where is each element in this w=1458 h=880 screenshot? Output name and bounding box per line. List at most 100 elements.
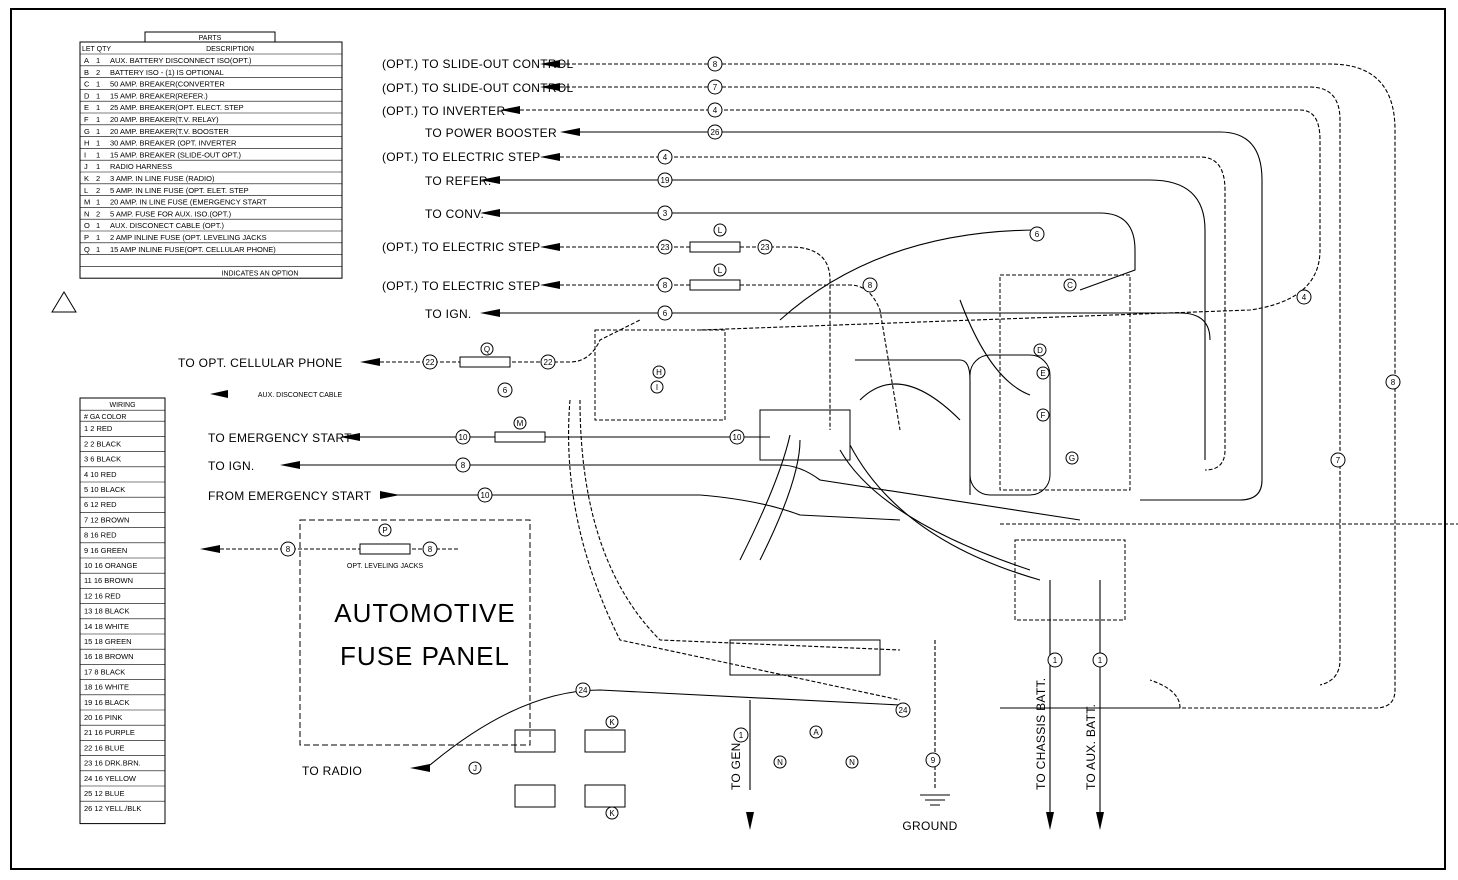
wire-tag-inv: 4: [713, 106, 718, 115]
parts-row-letter: C: [84, 80, 90, 89]
parts-row-letter: D: [84, 91, 90, 100]
label-emergency-start: TO EMERGENCY START: [208, 431, 352, 445]
parts-row-letter: I: [84, 150, 86, 159]
wiring-row: 3 6 BLACK: [84, 455, 121, 464]
component-marker: [378, 523, 392, 537]
parts-row-description: 15 AMP INLINE FUSE(OPT. CELLULAR PHONE): [110, 245, 276, 254]
component-marker: [845, 755, 859, 769]
wire-tag-circle: [729, 429, 745, 445]
wire-tag-step1: 4: [663, 153, 668, 162]
label-inverter: (OPT.) TO INVERTER: [382, 104, 505, 118]
wire-tag-step2b: 23: [761, 243, 770, 252]
label-aux-batt: TO AUX. BATT.: [1084, 704, 1098, 790]
wire-tag-gnd9: 9: [931, 756, 936, 765]
wire-tag-circle: [757, 239, 773, 255]
wire-tag-circle: [477, 487, 493, 503]
wire-tag-circle: [657, 149, 673, 165]
wire-tag-from: 10: [481, 491, 490, 500]
parts-row-description: 30 AMP. BREAKER (OPT. INVERTER: [110, 139, 237, 148]
label-chassis-batt: TO CHASSIS BATT.: [1034, 678, 1048, 790]
wiring-row: 9 16 GREEN: [84, 546, 127, 555]
parts-row-qty: 2: [96, 174, 100, 183]
wiring-row: 13 18 BLACK: [84, 607, 129, 616]
parts-row-description: BATTERY ISO - (1) IS OPTIONAL: [110, 68, 224, 77]
parts-footer: INDICATES AN OPTION: [222, 270, 299, 277]
parts-row-qty: 2: [96, 209, 100, 218]
parts-row-letter: P: [84, 233, 89, 242]
parts-row-description: 25 AMP. BREAKER(OPT. ELECT. STEP: [110, 103, 244, 112]
wire-tag-ax1: 1: [1098, 656, 1103, 665]
parts-row-description: AUX. BATTERY DISCONNECT ISO(OPT.): [110, 56, 252, 65]
wiring-row: 4 10 RED: [84, 470, 117, 479]
label-fuse-panel-2: FUSE PANEL: [340, 641, 510, 671]
component-marker: [480, 342, 494, 356]
parts-row-letter: O: [84, 221, 90, 230]
component-letter-i: I: [656, 383, 658, 392]
wire-tag-circle: [657, 205, 673, 221]
component-marker: [1036, 366, 1050, 380]
parts-row-description: 15 AMP. BREAKER(REFER.): [110, 91, 208, 100]
label-radio: TO RADIO: [302, 764, 362, 778]
wire-tag-circle: [1047, 652, 1063, 668]
label-gen: TO GEN.: [729, 739, 743, 790]
wiring-row: 6 12 RED: [84, 500, 117, 509]
component-letter-p: P: [382, 526, 387, 535]
component-marker: [713, 223, 727, 237]
wire-tag-slide1: 8: [713, 60, 718, 69]
cable-bundle: [429, 229, 1101, 820]
parts-row-letter: A: [84, 56, 89, 65]
wire-tag-circle: [707, 56, 723, 72]
label-ground: GROUND: [902, 819, 957, 833]
label-slide-out-1: (OPT.) TO SLIDE-OUT CONTROL: [382, 57, 573, 71]
wire-tag-circle: [455, 457, 471, 473]
wire-tag-circle: [540, 354, 556, 370]
component-letter-k1: K: [609, 718, 615, 727]
wiring-row: 14 18 WHITE: [84, 622, 129, 631]
component-letter-g: G: [1069, 454, 1075, 463]
parts-row-description: 3 AMP. IN LINE FUSE (RADIO): [110, 174, 215, 183]
wire-tag-circle: [657, 277, 673, 293]
label-electric-step-1: (OPT.) TO ELECTRIC STEP: [382, 150, 540, 164]
label-slide-out-2: (OPT.) TO SLIDE-OUT CONTROL: [382, 81, 573, 95]
wiring-row: 25 12 BLUE: [84, 789, 124, 798]
diagram-frame: [10, 8, 1446, 870]
parts-row-letter: B: [84, 68, 89, 77]
wire-tag-r6: 6: [1035, 230, 1040, 239]
wire-tag-step3: 8: [663, 281, 668, 290]
component-marker: [605, 715, 619, 729]
parts-row-qty: 1: [96, 221, 100, 230]
wiring-row: 21 16 PURPLE: [84, 728, 135, 737]
wire-tag-circle: [657, 305, 673, 321]
parts-row-qty: 1: [96, 103, 100, 112]
wire-tag-gen1: 1: [739, 731, 744, 740]
parts-row-letter: M: [84, 198, 90, 207]
wire-tag-circle: [733, 727, 749, 743]
component-marker: [513, 416, 527, 430]
wire-tag-radio24: 24: [579, 686, 588, 695]
wire-tag-circle: [657, 239, 673, 255]
wire-tag-emerg2: 10: [733, 433, 742, 442]
component-letter-d: D: [1037, 346, 1043, 355]
parts-header-let-qty: LET QTY: [82, 46, 111, 53]
wiring-row: 7 12 BROWN: [84, 515, 129, 524]
component-letter-a: A: [813, 728, 819, 737]
component-letter-j: J: [473, 764, 477, 773]
component-letter-n1: N: [777, 758, 783, 767]
label-power-booster: TO POWER BOOSTER: [425, 126, 557, 140]
component-marker: [1033, 343, 1047, 357]
wiring-row: 15 18 GREEN: [84, 637, 132, 646]
arrows: [200, 60, 1104, 830]
label-leveling-jacks: OPT. LEVELING JACKS: [347, 563, 424, 570]
wire-tag-ch1: 1: [1053, 656, 1058, 665]
wire-tag-cell: 22: [426, 358, 435, 367]
component-letter-m: M: [517, 419, 524, 428]
component-marker: [605, 806, 619, 820]
breaker-panel: [299, 274, 1131, 746]
wire-tag-circle: [575, 682, 591, 698]
wire-tag-circle: [422, 541, 438, 557]
component-letter-e: E: [1040, 369, 1045, 378]
parts-row-qty: 1: [96, 91, 100, 100]
wiring-row: 10 16 ORANGE: [84, 561, 137, 570]
wire-tag-step3b: 8: [868, 281, 873, 290]
